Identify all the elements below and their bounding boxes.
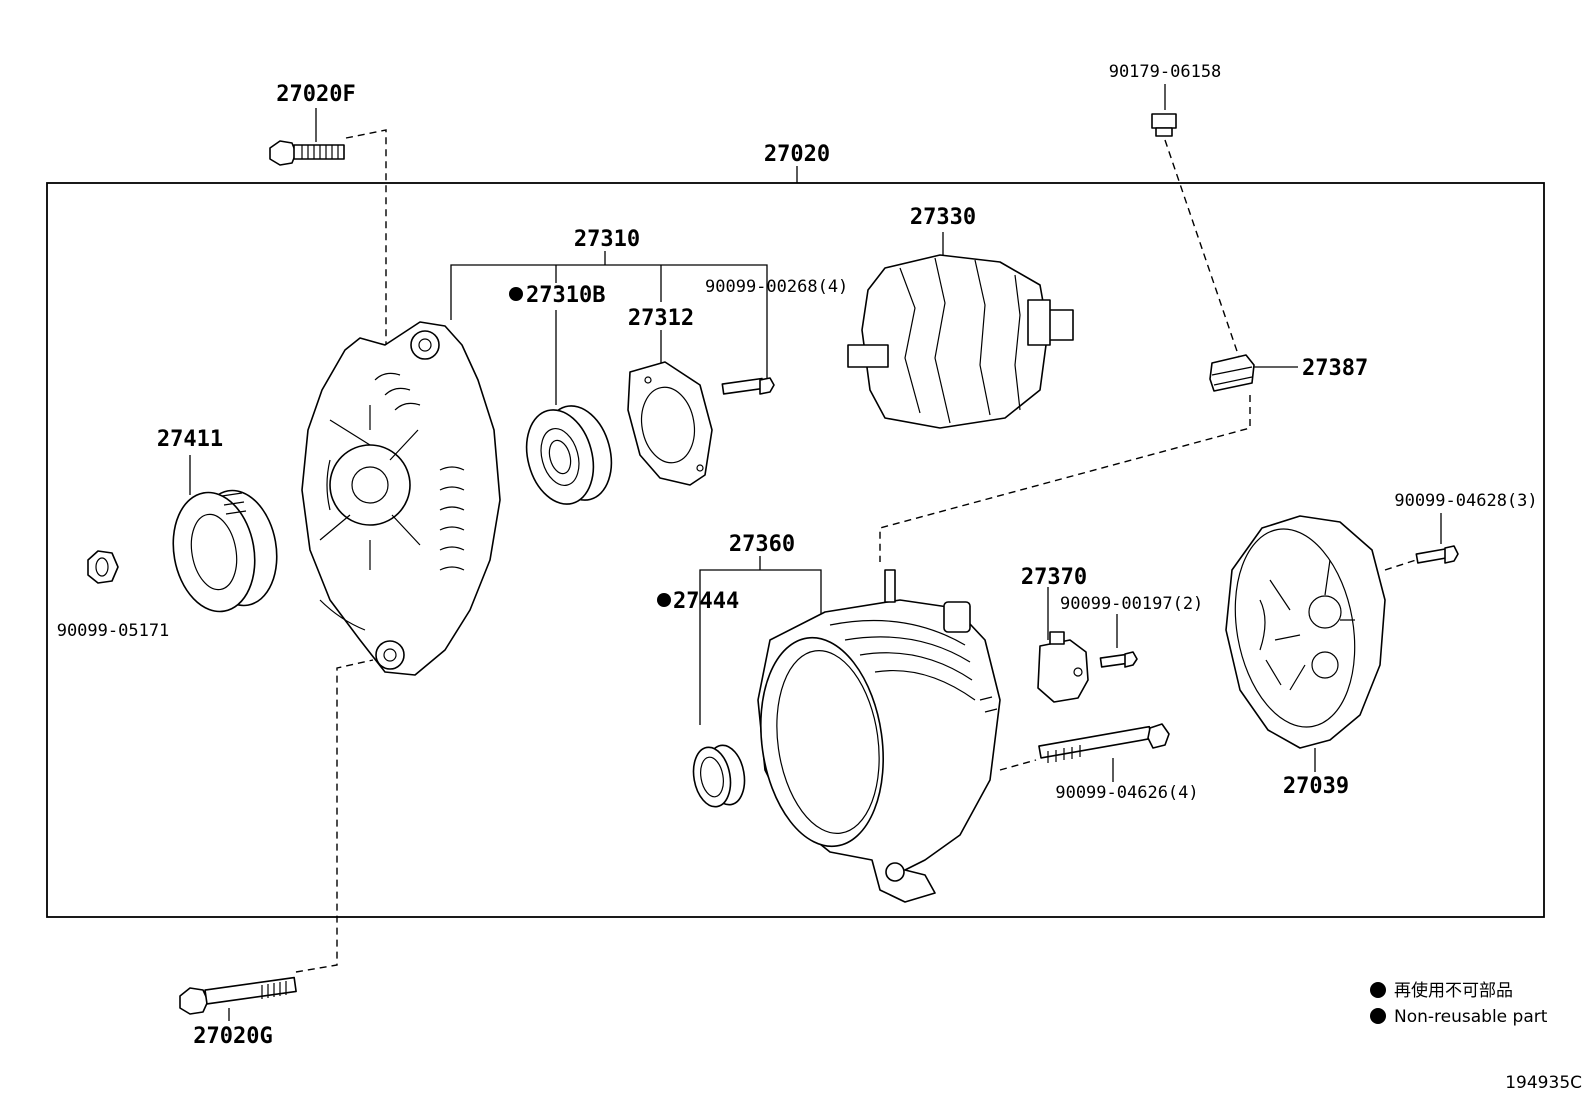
- label-90179-06158[interactable]: 90179-06158: [1109, 62, 1222, 82]
- through-bolt-90099-04626[interactable]: [1038, 723, 1170, 763]
- non-reusable-dot-27310b: [509, 287, 523, 301]
- screw-90099-04628[interactable]: [1415, 545, 1459, 564]
- nut-90179-06158[interactable]: [1151, 113, 1177, 137]
- label-27330[interactable]: 27330: [910, 205, 976, 230]
- bolt-27020f[interactable]: [269, 140, 345, 166]
- screw-90099-00197[interactable]: [1099, 651, 1138, 668]
- rotor-27330[interactable]: [847, 254, 1074, 429]
- label-27310[interactable]: 27310: [574, 227, 640, 252]
- screw-90099-00268[interactable]: [721, 377, 775, 395]
- rear-cover-27039[interactable]: [1221, 515, 1386, 749]
- label-90099-00197[interactable]: 90099-00197(2): [1060, 594, 1203, 614]
- bolt-27020g[interactable]: [179, 976, 297, 1015]
- assembly-boundary-box: [46, 182, 1545, 918]
- diagram-id: 194935C: [1505, 1073, 1582, 1093]
- label-27444[interactable]: 27444: [673, 589, 739, 614]
- retainer-plate-27312[interactable]: [627, 361, 713, 486]
- label-27310b[interactable]: 27310B: [526, 283, 605, 308]
- front-frame-housing[interactable]: [301, 321, 501, 676]
- label-27387[interactable]: 27387: [1302, 356, 1368, 381]
- terminal-insulator-27387[interactable]: [1209, 354, 1255, 392]
- bearing-27310b[interactable]: [517, 398, 622, 511]
- label-27370[interactable]: 27370: [1021, 565, 1087, 590]
- non-reusable-dot-27444: [657, 593, 671, 607]
- label-27411[interactable]: 27411: [157, 427, 223, 452]
- bearing-27444[interactable]: [689, 742, 749, 809]
- label-27020[interactable]: 27020: [764, 142, 830, 167]
- pulley-27411[interactable]: [164, 484, 285, 618]
- label-27312[interactable]: 27312: [628, 306, 694, 331]
- pulley-nut-90099-05171[interactable]: [87, 550, 119, 584]
- stator-rear-frame-27360[interactable]: [748, 569, 1001, 903]
- legend-text-ja: 再使用不可部品: [1394, 980, 1513, 1001]
- label-27360[interactable]: 27360: [729, 532, 795, 557]
- legend: 再使用不可部品 Non-reusable part: [1370, 980, 1548, 1027]
- legend-text-en: Non-reusable part: [1394, 1007, 1548, 1027]
- legend-dot-ja: [1370, 982, 1386, 998]
- label-27039[interactable]: 27039: [1283, 774, 1349, 799]
- legend-dot-en: [1370, 1008, 1386, 1024]
- label-90099-04626[interactable]: 90099-04626(4): [1055, 783, 1198, 803]
- label-27020g[interactable]: 27020G: [193, 1024, 272, 1049]
- label-90099-00268[interactable]: 90099-00268(4): [705, 277, 848, 297]
- brush-holder-27370[interactable]: [1037, 631, 1089, 703]
- label-90099-05171[interactable]: 90099-05171: [57, 621, 170, 641]
- label-90099-04628[interactable]: 90099-04628(3): [1394, 491, 1537, 511]
- label-27020f[interactable]: 27020F: [276, 82, 355, 107]
